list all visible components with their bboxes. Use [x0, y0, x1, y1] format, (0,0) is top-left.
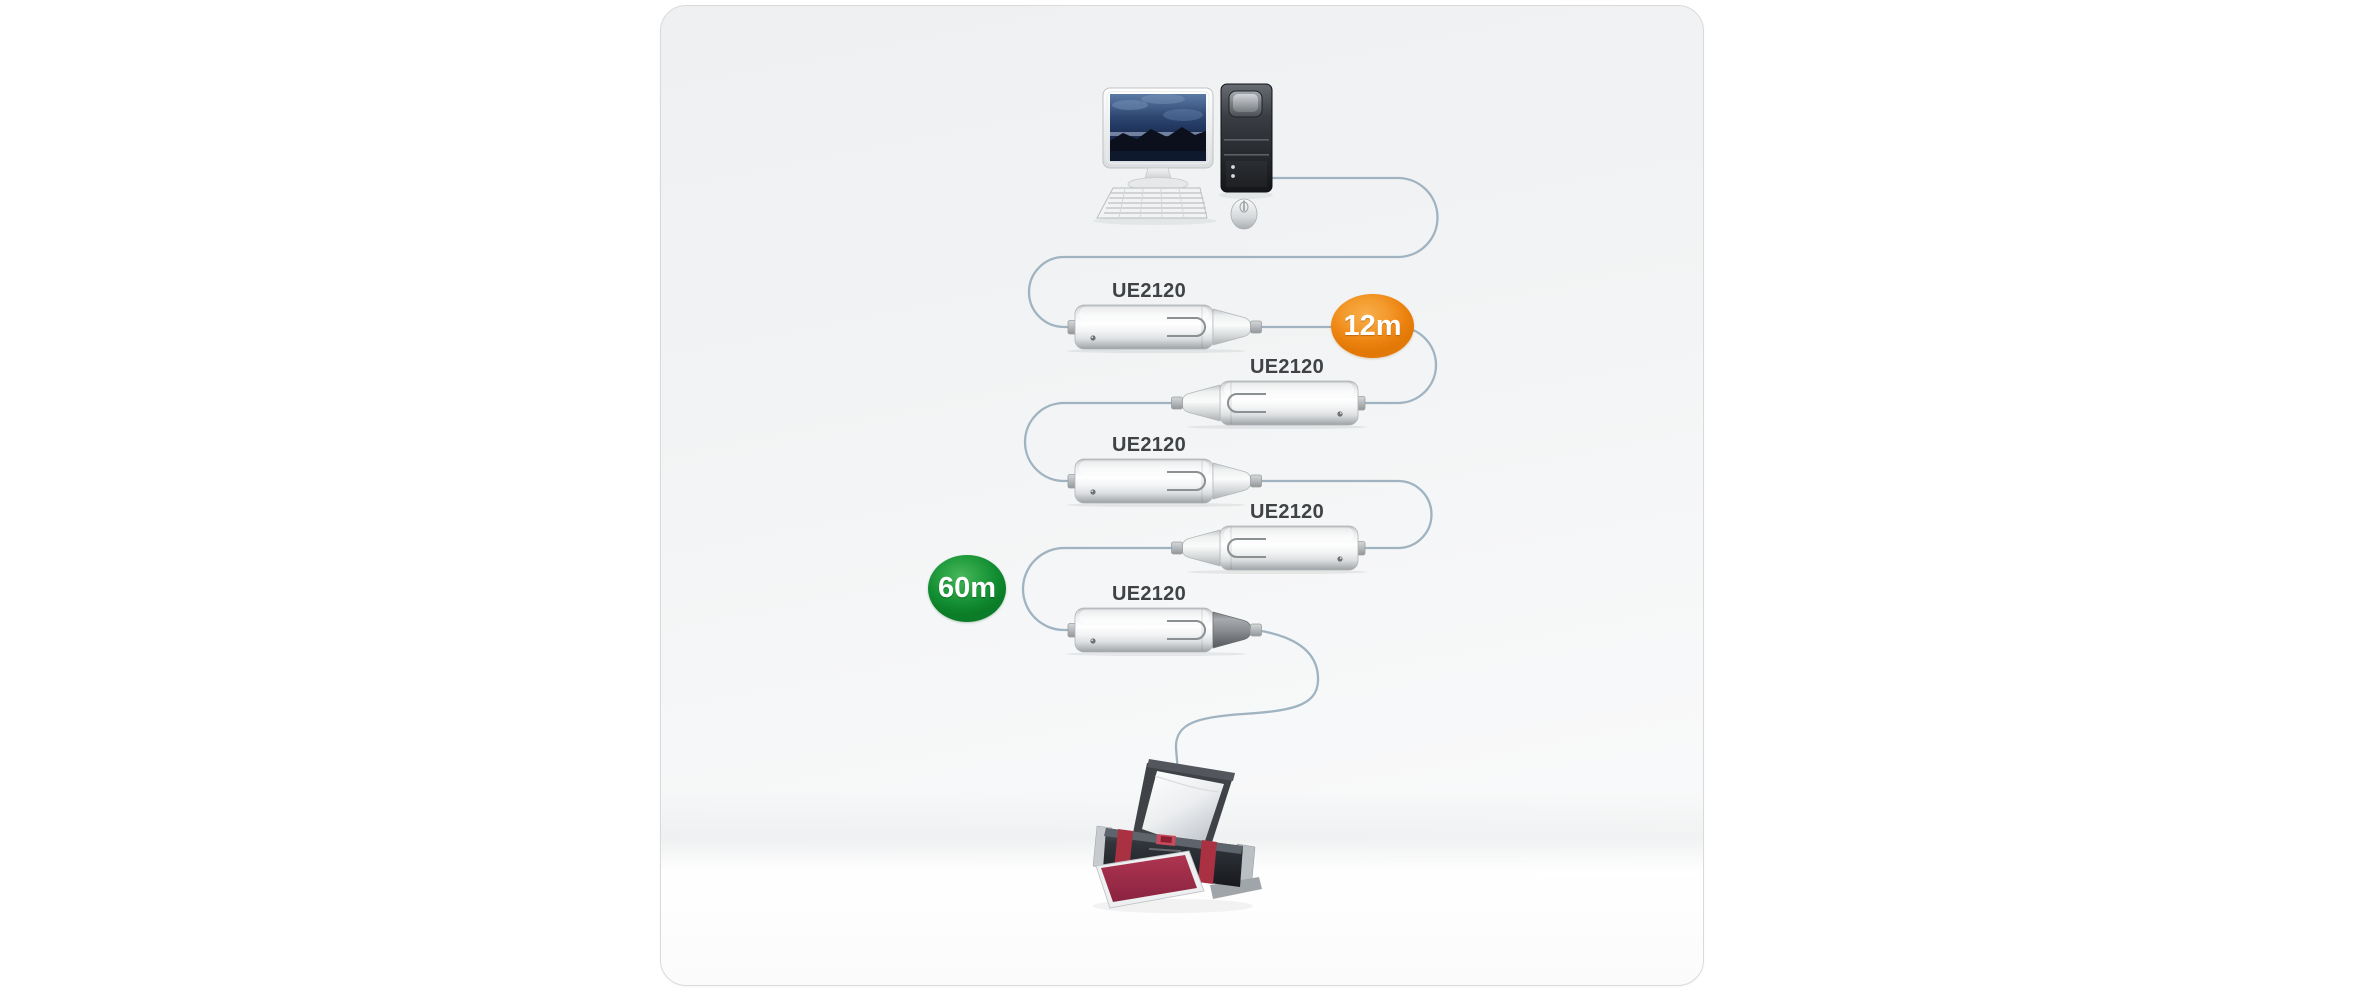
extender-label-2: UE2120 — [1249, 356, 1325, 378]
extender-label-3: UE2120 — [1111, 434, 1187, 456]
usb-extender-icon — [1066, 304, 1262, 354]
distance-badge-60m: 60m — [928, 555, 1006, 622]
monitor-icon — [1102, 87, 1214, 169]
extender-unit-4 — [1169, 522, 1389, 575]
usb-extender-icon — [1171, 380, 1367, 430]
cable-segment-unit4-to-unit5 — [1021, 546, 1180, 632]
tower-icon — [1220, 83, 1273, 193]
extender-unit-3 — [1044, 455, 1264, 508]
cable-segment-unit2-to-unit3 — [1023, 401, 1180, 483]
usb-extender-icon — [1066, 607, 1262, 657]
keyboard-shadow — [1093, 217, 1217, 225]
extender-unit-2 — [1169, 377, 1389, 430]
extender-label-1: UE2120 — [1111, 280, 1187, 302]
tower-shadow — [1219, 191, 1273, 199]
monitor-stand — [1127, 167, 1189, 191]
extender-label-5: UE2120 — [1111, 583, 1187, 605]
printer-output-sheet — [1095, 850, 1205, 909]
extender-unit-1 — [1044, 301, 1264, 354]
badge-label: 60m — [937, 572, 997, 604]
extender-unit-5 — [1044, 604, 1264, 657]
keyboard-icon — [1096, 187, 1208, 219]
extender-label-4: UE2120 — [1249, 501, 1325, 523]
cable-segment-computer-to-unit1 — [1027, 176, 1439, 329]
cable-segment-unit3-to-unit4 — [1254, 479, 1433, 550]
badge-label: 12m — [1343, 309, 1402, 342]
mouse-icon — [1230, 198, 1258, 230]
usb-extender-icon — [1066, 458, 1262, 508]
cable-segment-unit5-to-printer — [1174, 628, 1320, 774]
computer-icon — [1085, 75, 1285, 235]
distance-badge-12m: 12m — [1331, 294, 1414, 358]
usb-extender-icon — [1171, 525, 1367, 575]
printer-icon — [1085, 750, 1265, 920]
